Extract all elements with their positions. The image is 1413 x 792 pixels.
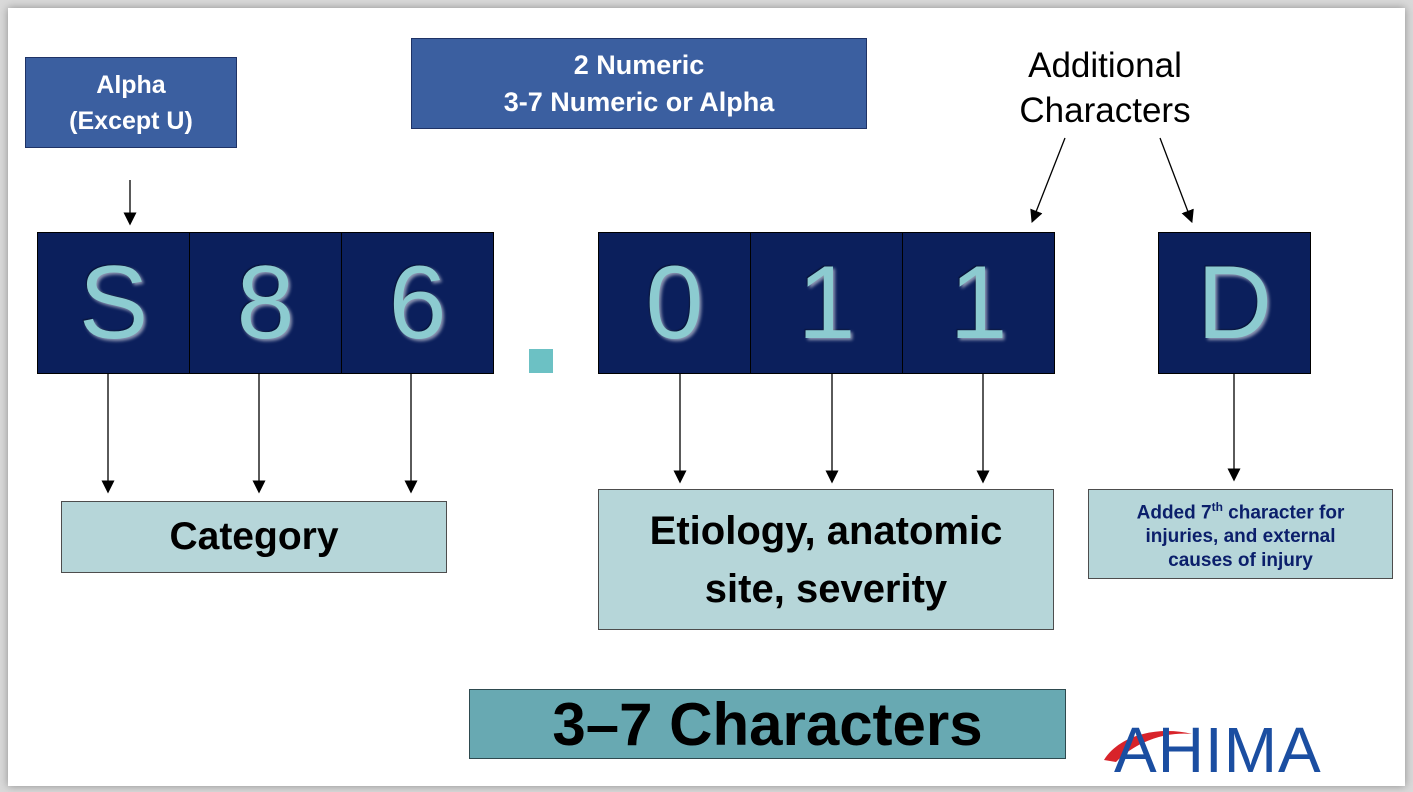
arrows-layer <box>101 137 1241 494</box>
char-box-3: 6 <box>341 232 494 374</box>
etiology-line1: Etiology, anatomic <box>649 508 1003 553</box>
category-box: Category <box>61 501 447 573</box>
numeric-label-box: 2 Numeric 3-7 Numeric or Alpha <box>411 38 867 129</box>
seventh-line2: injuries, and external <box>1145 526 1336 548</box>
ahima-logo: AHIMA <box>1100 714 1370 786</box>
alpha-label-line2: (Except U) <box>69 106 193 135</box>
alpha-label-line1: Alpha <box>96 70 166 99</box>
seventh-sup: th <box>1211 499 1223 514</box>
char-box-7: D <box>1158 232 1311 374</box>
arrow-additional-to-char7 <box>1159 137 1194 224</box>
total-characters-box: 3–7 Characters <box>469 689 1066 759</box>
seventh-pre: Added 7 <box>1136 502 1212 524</box>
total-characters-label: 3–7 Characters <box>552 690 983 758</box>
seventh-line1: Added 7th character for <box>1137 495 1345 525</box>
code-char-4: 0 <box>645 245 704 361</box>
slide: Alpha (Except U) 2 Numeric 3-7 Numeric o… <box>8 8 1405 786</box>
code-char-5: 1 <box>797 245 856 361</box>
char-box-4: 0 <box>598 232 751 374</box>
seventh-post: character for <box>1222 502 1345 524</box>
char-box-6: 1 <box>902 232 1055 374</box>
additional-characters-label: Additional Characters <box>990 43 1220 135</box>
decimal-point <box>529 349 553 373</box>
category-label: Category <box>169 515 339 558</box>
code-char-1: S <box>78 245 149 361</box>
code-char-6: 1 <box>949 245 1008 361</box>
code-char-7: D <box>1196 245 1273 361</box>
etiology-box: Etiology, anatomic site, severity <box>598 489 1054 630</box>
etiology-line2: site, severity <box>704 566 948 611</box>
char-box-1: S <box>37 232 190 374</box>
additional-label-line1: Additional <box>1028 46 1182 85</box>
char-box-2: 8 <box>189 232 342 374</box>
logo-swoosh-icon <box>1104 731 1192 762</box>
arrow-additional-to-char6 <box>1030 137 1066 224</box>
code-char-2: 8 <box>236 245 295 361</box>
code-char-3: 6 <box>388 245 447 361</box>
logo-text: AHIMA <box>1114 714 1322 786</box>
additional-label-line2: Characters <box>1019 91 1191 130</box>
alpha-label-box: Alpha (Except U) <box>25 57 237 148</box>
seventh-line3: causes of injury <box>1168 550 1313 572</box>
char-box-5: 1 <box>750 232 903 374</box>
numeric-label-line1: 2 Numeric <box>573 49 705 80</box>
numeric-label-line2: 3-7 Numeric or Alpha <box>503 86 775 117</box>
seventh-character-box: Added 7th character for injuries, and ex… <box>1088 489 1393 579</box>
